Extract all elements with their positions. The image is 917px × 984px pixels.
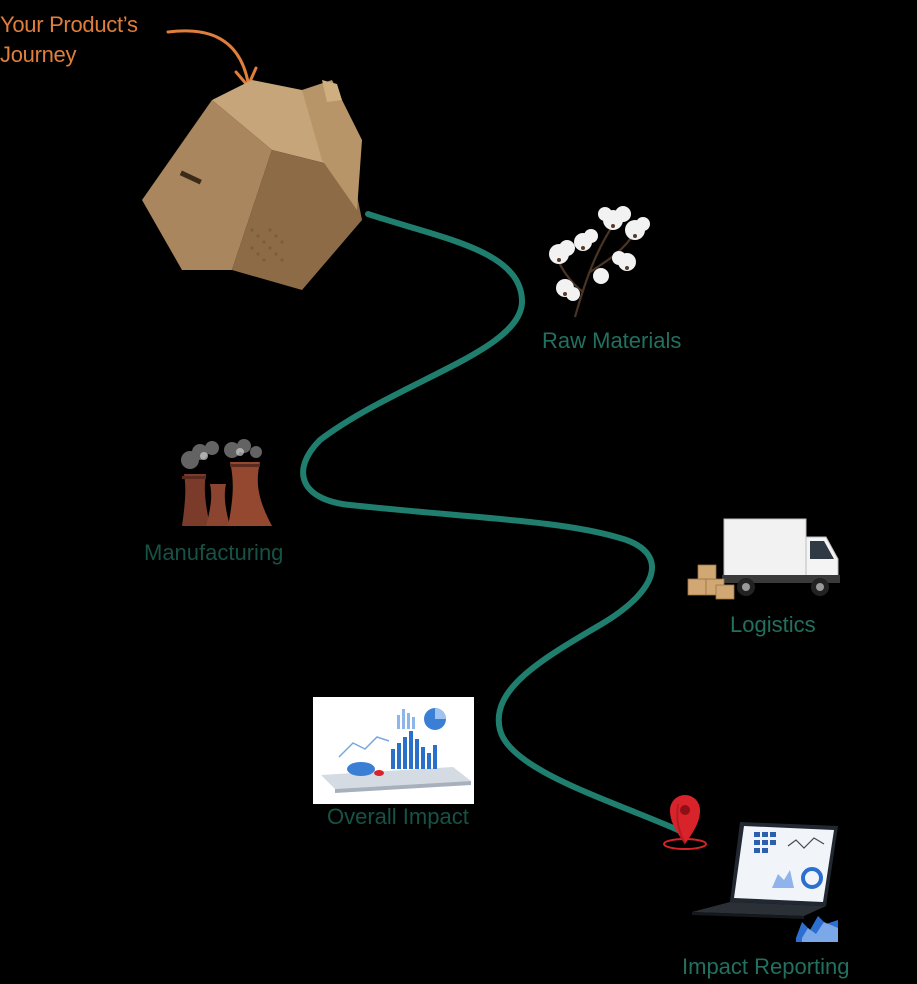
step-label-impact-reporting: Impact Reporting (682, 954, 850, 979)
step-label-manufacturing: Manufacturing (144, 540, 284, 565)
step-label-logistics: Logistics (730, 612, 816, 637)
journey-title-line-1: Your Product’s (0, 12, 138, 37)
journey-title: Your Product’s Journey (0, 10, 170, 70)
laptop-dashboard-icon (692, 818, 842, 946)
journey-title-line-2: Journey (0, 42, 77, 67)
factory-cooling-towers-icon (170, 438, 280, 530)
location-pin-icon (660, 790, 710, 852)
step-label-overall-impact: Overall Impact (327, 804, 469, 829)
analytics-tablet-icon (313, 697, 474, 804)
cotton-plant-icon (545, 202, 650, 322)
cardboard-box-icon (132, 80, 372, 300)
delivery-truck-icon (686, 515, 841, 605)
step-label-raw-materials: Raw Materials (542, 328, 682, 353)
